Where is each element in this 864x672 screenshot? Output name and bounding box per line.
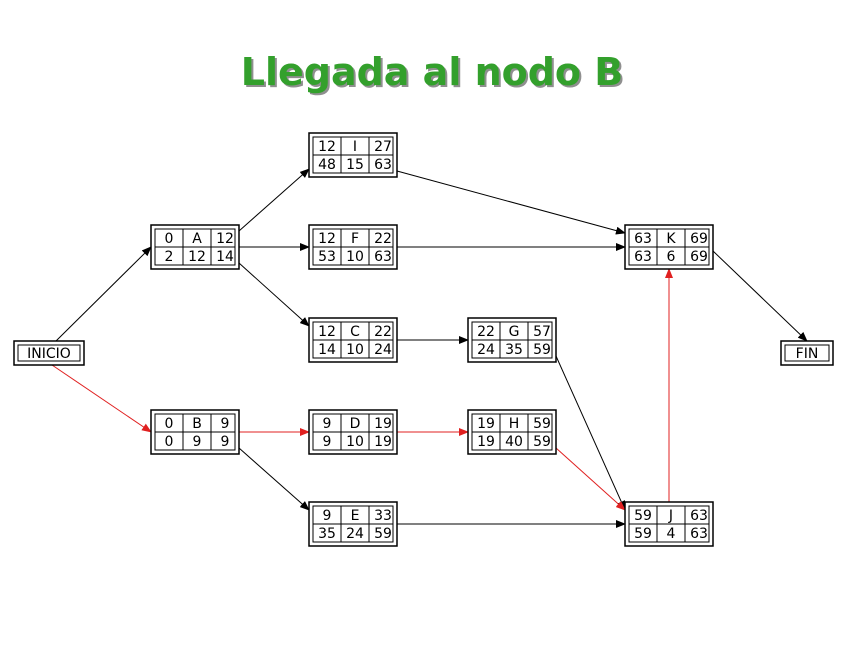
node-k-dur: 6 (667, 249, 676, 265)
node-a-name: A (192, 231, 202, 247)
activity-node-j: 59 J 63 59 4 63 (624, 501, 714, 547)
edge-inicio-b-critical (51, 364, 152, 433)
node-c-dur: 10 (346, 342, 364, 358)
node-d-name: D (350, 416, 361, 432)
node-b-lf: 9 (221, 434, 230, 450)
node-e-ef: 33 (374, 508, 392, 524)
edge-g-j (555, 355, 626, 511)
node-f-name: F (351, 231, 359, 247)
node-f-ef: 22 (374, 231, 392, 247)
node-d-ls: 9 (323, 434, 332, 450)
edge-h-j-critical (555, 447, 626, 511)
node-k-ls: 63 (634, 249, 652, 265)
activity-node-b: 0 B 9 0 9 9 (150, 409, 240, 455)
page-title: Llegada al nodo B (240, 50, 624, 94)
node-c-ls: 14 (318, 342, 336, 358)
node-a-dur: 12 (188, 249, 206, 265)
node-d-dur: 10 (346, 434, 364, 450)
edges-layer (51, 168, 808, 528)
node-k-lf: 69 (690, 249, 708, 265)
node-h-lf: 59 (533, 434, 551, 450)
node-f-dur: 10 (346, 249, 364, 265)
activity-node-c: 12 C 22 14 10 24 (308, 317, 398, 363)
node-c-es: 12 (318, 324, 336, 340)
terminal-node-inicio: INICIO (13, 340, 85, 366)
node-h-dur: 40 (505, 434, 523, 450)
node-j-lf: 63 (690, 526, 708, 542)
activity-node-a: 0 A 12 2 12 14 (150, 224, 240, 270)
terminal-node-fin: FIN (780, 340, 834, 366)
edge-i-k (396, 170, 626, 235)
node-h-name: H (509, 416, 520, 432)
node-g-dur: 35 (505, 342, 523, 358)
activity-node-i: 12 I 27 48 15 63 (308, 132, 398, 178)
node-j-ef: 63 (690, 508, 708, 524)
node-a-ls: 2 (165, 249, 174, 265)
node-e-lf: 59 (374, 526, 392, 542)
edge-inicio-a (55, 246, 152, 342)
node-h-ef: 59 (533, 416, 551, 432)
node-b-name: B (192, 416, 202, 432)
node-j-dur: 4 (667, 526, 676, 542)
node-b-dur: 9 (193, 434, 202, 450)
node-d-lf: 19 (374, 434, 392, 450)
node-b-es: 0 (165, 416, 174, 432)
node-i-lf: 63 (374, 157, 392, 173)
node-h-es: 19 (477, 416, 495, 432)
node-g-lf: 59 (533, 342, 551, 358)
node-j-name: J (668, 508, 673, 524)
activity-node-k: 63 K 69 63 6 69 (624, 224, 714, 270)
activity-node-d: 9 D 19 9 10 19 (308, 409, 398, 455)
edge-k-fin (712, 250, 808, 342)
node-e-ls: 35 (318, 526, 336, 542)
node-e-es: 9 (323, 508, 332, 524)
activity-node-e: 9 E 33 35 24 59 (308, 501, 398, 547)
node-a-lf: 14 (216, 249, 234, 265)
edge-a-i (238, 168, 310, 232)
node-i-ef: 27 (374, 139, 392, 155)
node-a-es: 0 (165, 231, 174, 247)
activity-node-g: 22 G 57 24 35 59 (467, 317, 557, 363)
node-k-name: K (666, 231, 676, 247)
node-i-name: I (353, 139, 357, 155)
node-b-ls: 0 (165, 434, 174, 450)
node-a-ef: 12 (216, 231, 234, 247)
node-k-es: 63 (634, 231, 652, 247)
node-e-name: E (351, 508, 360, 524)
node-e-dur: 24 (346, 526, 364, 542)
node-f-es: 12 (318, 231, 336, 247)
activity-node-h: 19 H 59 19 40 59 (467, 409, 557, 455)
terminal-label-inicio: INICIO (27, 346, 71, 362)
node-d-es: 9 (323, 416, 332, 432)
edge-b-e (238, 447, 310, 511)
node-i-es: 12 (318, 139, 336, 155)
node-f-ls: 53 (318, 249, 336, 265)
node-c-name: C (350, 324, 360, 340)
node-k-ef: 69 (690, 231, 708, 247)
node-j-es: 59 (634, 508, 652, 524)
node-c-lf: 24 (374, 342, 392, 358)
node-b-ef: 9 (221, 416, 230, 432)
node-g-name: G (509, 324, 520, 340)
terminal-label-fin: FIN (796, 346, 819, 362)
node-f-lf: 63 (374, 249, 392, 265)
node-c-ef: 22 (374, 324, 392, 340)
node-j-ls: 59 (634, 526, 652, 542)
node-g-ls: 24 (477, 342, 495, 358)
activity-node-f: 12 F 22 53 10 63 (308, 224, 398, 270)
node-g-es: 22 (477, 324, 495, 340)
node-g-ef: 57 (533, 324, 551, 340)
node-i-dur: 15 (346, 157, 364, 173)
edge-a-c (238, 262, 310, 327)
node-i-ls: 48 (318, 157, 336, 173)
node-d-ef: 19 (374, 416, 392, 432)
node-h-ls: 19 (477, 434, 495, 450)
